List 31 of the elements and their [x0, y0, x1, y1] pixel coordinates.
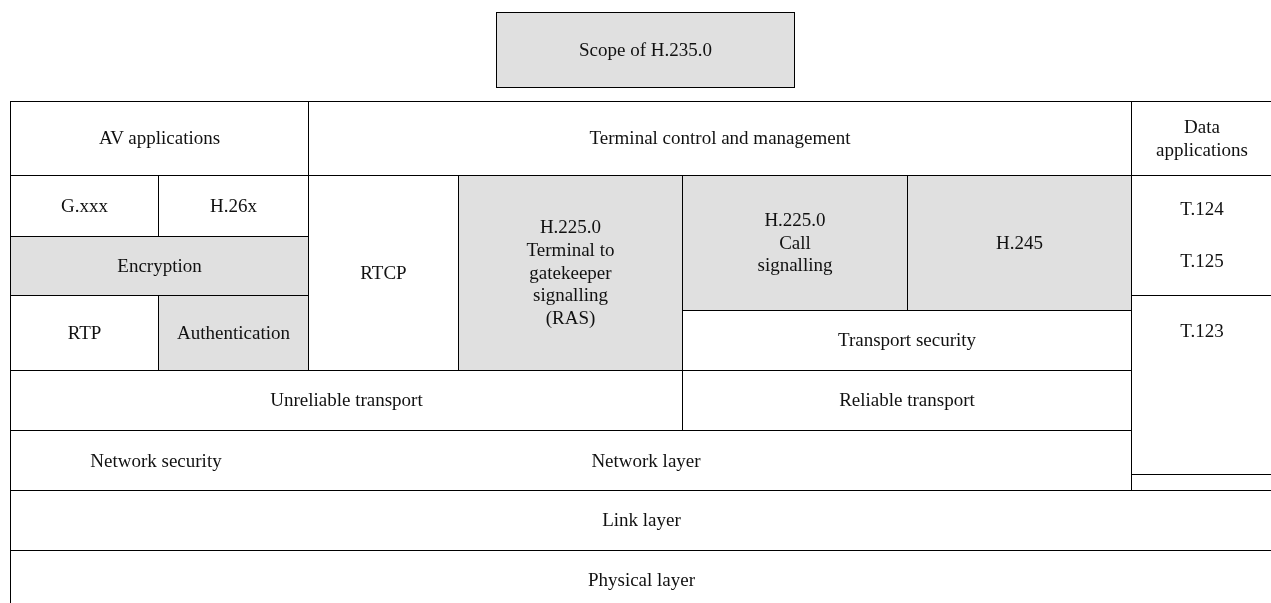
layer-label: Transport security: [837, 329, 977, 352]
shaded-layer-box: [158, 295, 309, 371]
layer-label: T.125: [1180, 249, 1224, 273]
layer-label: AV applications: [98, 127, 221, 150]
layer-label: T.123: [1180, 320, 1224, 343]
shaded-layer-box: [10, 236, 309, 296]
layer-label: Physical layer: [587, 569, 696, 592]
layer-label: Authentication: [177, 321, 290, 345]
layer-box: [10, 101, 309, 176]
layer-box: [10, 490, 1271, 551]
layer-label: H.26x: [210, 194, 257, 218]
layer-label: Link layer: [602, 509, 681, 532]
layer-label: Reliable transport: [839, 389, 975, 412]
layer-label: Unreliable transport: [270, 389, 423, 412]
layer-label: H.225.0 Call signalling: [756, 208, 834, 278]
layer-label: G.xxx: [61, 194, 108, 218]
layer-label: T.124: [1180, 198, 1224, 222]
legend-swatch: Scope of H.235.0: [496, 12, 795, 88]
layer-label: Network layer: [590, 450, 702, 473]
shaded-layer-box: [458, 175, 683, 371]
layer-label: RTP: [67, 321, 102, 345]
layer-label: Terminal control and management: [589, 127, 851, 150]
layer-label: Data applications: [1155, 115, 1249, 162]
shaded-layer-box: [682, 175, 908, 311]
layer-label: H.245: [996, 231, 1043, 255]
layer-label: H.225.0 Terminal to gatekeeper signalling (RAS): [525, 216, 616, 330]
layer-label: Network security: [89, 450, 223, 473]
shaded-layer-box: [907, 175, 1132, 311]
layer-label: RTCP: [360, 261, 407, 285]
layer-label: Encryption: [117, 254, 202, 278]
layer-box: [10, 430, 1132, 491]
